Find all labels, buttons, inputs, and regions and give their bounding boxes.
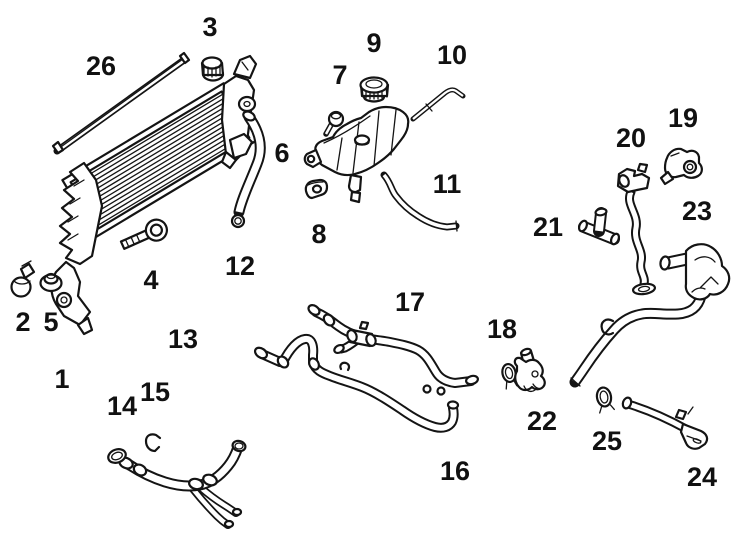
radiator-grommet [39,272,63,293]
radiator [50,54,259,336]
callout-label-19[interactable]: 19 [668,103,698,133]
coolant-reservoir [303,105,410,204]
callout-label-7[interactable]: 7 [332,60,347,90]
overflow-hose [380,171,460,232]
callout-label-18[interactable]: 18 [487,314,517,344]
callout-label-5[interactable]: 5 [43,307,58,337]
bracket-19 [659,147,703,186]
t-connector-21 [577,207,621,246]
callout-label-6[interactable]: 6 [274,138,289,168]
reservoir-bracket-clip [304,178,329,200]
callout-label-26[interactable]: 26 [86,51,116,81]
callout-label-23[interactable]: 23 [682,196,712,226]
heater-hose-upper [307,304,479,396]
hose-clamp-25 [595,386,615,414]
callout-label-15[interactable]: 15 [140,377,170,407]
vent-tube-20 [616,162,657,296]
callout-label-9[interactable]: 9 [366,28,381,58]
connector-fitting-22 [513,347,546,393]
coolant-pipe-24 [621,396,709,450]
callout-label-10[interactable]: 10 [437,40,467,70]
callout-label-21[interactable]: 21 [533,212,563,242]
reservoir-cap [359,76,390,103]
bypass-hose-23 [569,243,731,388]
mounting-bolt [119,218,168,250]
reservoir-plug [323,110,345,137]
callout-label-8[interactable]: 8 [311,219,326,249]
callout-label-14[interactable]: 14 [107,391,137,421]
callout-label-11[interactable]: 11 [433,169,462,199]
heater-hose-lower [253,333,460,433]
callout-label-3[interactable]: 3 [202,12,217,42]
callout-label-22[interactable]: 22 [527,406,557,436]
radiator-seal-strip [51,51,191,155]
callout-label-1[interactable]: 1 [54,364,69,394]
retainer-clip [144,433,162,453]
lower-radiator-hose [230,110,266,229]
callout-label-16[interactable]: 16 [440,456,470,486]
radiator-drain-plug [10,260,36,298]
callout-label-20[interactable]: 20 [616,123,646,153]
y-hose-assembly [118,439,247,529]
hose-clamp-18 [501,362,518,390]
callout-label-17[interactable]: 17 [395,287,425,317]
callout-label-2[interactable]: 2 [15,307,30,337]
overflow-tube [410,87,466,122]
callout-label-25[interactable]: 25 [592,426,622,456]
radiator-cap [200,56,225,82]
callout-label-24[interactable]: 24 [687,462,717,492]
callout-label-4[interactable]: 4 [143,265,158,295]
callout-label-12[interactable]: 12 [225,251,255,281]
o-ring [107,448,127,464]
callout-label-13[interactable]: 13 [168,324,198,354]
